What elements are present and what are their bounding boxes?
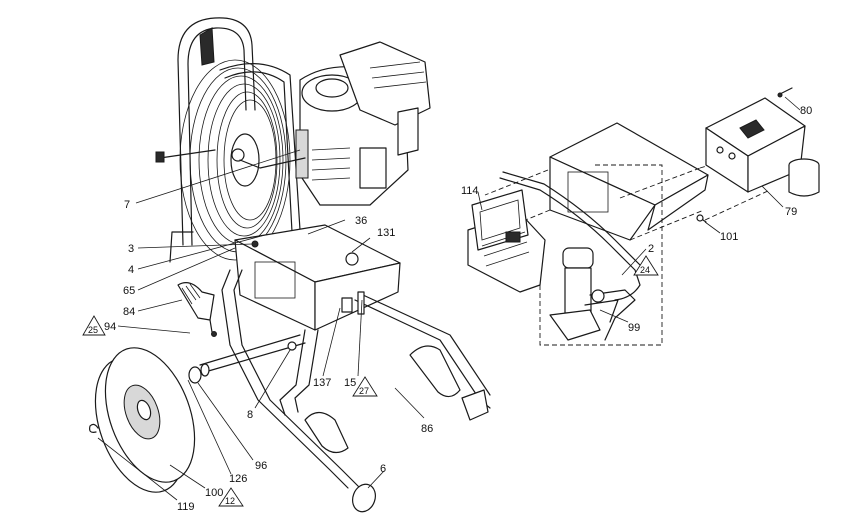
callout-126: 126 [229,473,247,485]
engine [231,41,431,206]
callout-137: 137 [313,377,331,389]
bracket-84 [177,282,215,321]
callout-4: 4 [128,264,134,276]
warning-number-12: 12 [225,496,235,506]
warning-number-27: 27 [359,386,369,396]
warning-number-25: 25 [88,325,98,335]
callout-labels: 7 3 4 65 84 94 8 36 131 137 15 86 6 96 1… [88,105,812,513]
callout-100: 100 [205,487,223,499]
pump-module [467,87,820,346]
warning-triangle-25 [82,315,106,336]
callout-101: 101 [720,231,738,243]
callout-3: 3 [128,243,134,255]
callout-94: 94 [104,321,116,333]
warning-triangle-27 [352,376,378,397]
warning-number-24: 24 [640,265,650,275]
warning-triangle-24 [633,255,659,276]
callout-114: 114 [461,185,479,197]
callout-7: 7 [124,199,130,211]
callout-86: 86 [421,423,433,435]
callout-2: 2 [648,243,654,255]
callout-8: 8 [247,409,253,421]
callout-15: 15 [344,377,356,389]
callout-6: 6 [380,463,386,475]
callout-80: 80 [800,105,812,117]
callout-96: 96 [255,460,267,472]
callout-79: 79 [785,206,797,218]
callout-36: 36 [355,215,367,227]
callout-119: 119 [177,501,195,513]
warning-triangle-12 [218,487,244,507]
warning-triangles [82,255,659,507]
hose-reel [155,17,301,263]
callout-131: 131 [377,227,395,239]
cart-frame [199,224,491,489]
callout-84: 84 [123,306,135,318]
wheel-assembly [89,347,376,513]
leader-lines [97,96,801,501]
callout-65: 65 [123,285,135,297]
callout-99: 99 [628,322,640,334]
